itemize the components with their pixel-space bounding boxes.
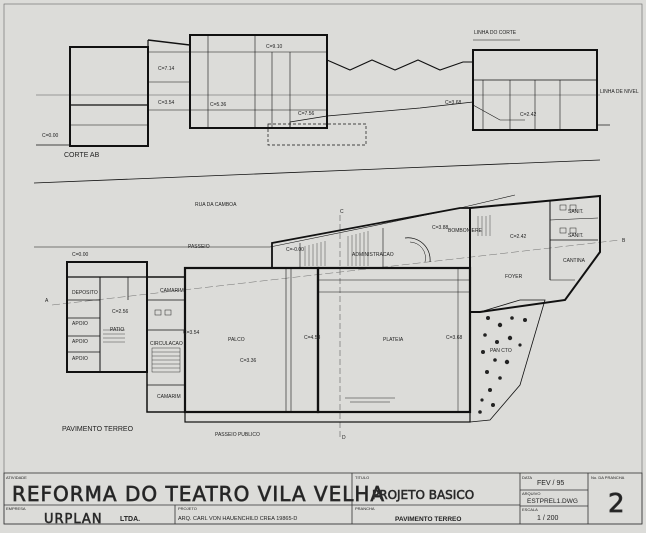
prancha-no-value: 2: [608, 489, 625, 519]
room-label: PAN CTO: [490, 348, 512, 354]
section-level: C=2.42: [520, 112, 536, 118]
plan-level: C=2.42: [510, 234, 526, 240]
escala-label: ESCALA: [522, 507, 538, 512]
axis-mark-c: C: [340, 209, 344, 215]
escala-value: 1 / 200: [537, 515, 559, 522]
plan-level: C=2.56: [112, 309, 128, 315]
room-label: ADMINISTRACAO: [352, 252, 394, 258]
section-level-markers: C=9.10 C=7.14 C=3.54 C=5.36 C=7.56 C=3.6…: [42, 44, 536, 139]
section-level: C=3.68: [445, 100, 461, 106]
nivel-line-label: LINHA DE NIVEL: [600, 89, 639, 95]
plan-level: C=3.88: [432, 225, 448, 231]
prancha-value: PAVIMENTO TERREO: [395, 516, 461, 523]
room-label: DEPOSITO: [72, 290, 98, 296]
room-label: CAMARIM: [160, 288, 184, 294]
room-label: PATIO: [110, 327, 124, 333]
data-value: FEV / 95: [537, 480, 564, 487]
titulo-value: PROJETO BASICO: [372, 488, 474, 502]
plan-level-markers: C=0.00 C=-0.00 C=3.88 C=2.42 C=2.56 C=3.…: [72, 225, 526, 364]
section-level: C=5.36: [210, 102, 226, 108]
floor-plan: [33, 159, 621, 440]
garden-plants: [478, 316, 527, 414]
section-title: CORTE AB: [64, 152, 100, 159]
room-label: BOMBONIERE: [448, 228, 483, 234]
arquivo-value: ESTPREL1.DWG: [527, 498, 578, 505]
empresa-suffix: LTDA.: [120, 516, 140, 523]
prancha-label: PRANCHA: [355, 506, 375, 511]
room-label: APOIO: [72, 356, 88, 362]
room-label: CIRCULACAO: [150, 341, 183, 347]
street-label: RUA DA CAMBOA: [195, 202, 237, 208]
arquivo-label: ARQUIVO: [522, 491, 540, 496]
room-label: SANIT.: [568, 209, 584, 215]
room-label: PLATEIA: [383, 337, 404, 343]
prancha-no-label: No. DA PRANCHA: [591, 475, 625, 480]
stair-hatching: [103, 215, 491, 369]
axis-mark-d: D: [342, 435, 346, 441]
room-labels: DEPOSITO PATIO APOIO APOIO APOIO CAMARIM…: [72, 209, 586, 400]
section-level: C=7.14: [158, 66, 174, 72]
axis-mark-b: B: [622, 238, 626, 244]
empresa-label: EMPRESA: [6, 506, 26, 511]
projeto-value: ARQ. CARL VON HAUENCHILD CREA 19865-D: [178, 516, 297, 522]
room-label: FOYER: [505, 274, 523, 280]
room-label: SANIT.: [568, 233, 584, 239]
room-label: CAMARIM: [157, 394, 181, 400]
empresa-value: URPLAN: [44, 512, 103, 527]
section-level: C=3.54: [158, 100, 174, 106]
plan-level: C=4.58: [304, 335, 320, 341]
atividade-label: ATIVIDADE: [6, 475, 27, 480]
projeto-label: PROJETO: [178, 506, 197, 511]
data-label: DATA: [522, 475, 532, 480]
section-corte-ab: [36, 34, 610, 147]
titulo-label: TITULO: [355, 475, 369, 480]
corte-line-label: LINHA DO CORTE: [474, 30, 517, 36]
section-level: C=7.56: [298, 111, 314, 117]
room-label: CANTINA: [563, 258, 586, 264]
section-level: C=9.10: [266, 44, 282, 50]
sidewalk-label: PASSEIO: [188, 244, 210, 250]
room-label: APOIO: [72, 321, 88, 327]
axis-mark-a: A: [45, 298, 49, 304]
plan-level: C=3.36: [240, 358, 256, 364]
plan-level: C=0.00: [72, 252, 88, 258]
plan-level: C=3.54: [183, 330, 199, 336]
room-label: APOIO: [72, 339, 88, 345]
plan-level: C=-0.00: [286, 247, 304, 253]
plan-title: PAVIMENTO TERREO: [62, 426, 134, 433]
project-title: REFORMA DO TEATRO VILA VELHA: [12, 482, 385, 506]
room-label: PALCO: [228, 337, 245, 343]
plan-level: C=3.68: [446, 335, 462, 341]
section-level: C=0.00: [42, 133, 58, 139]
public-sidewalk-label: PASSEIO PUBLICO: [215, 432, 260, 438]
title-block-frame: [3, 472, 643, 525]
sanitary-fixtures: [154, 204, 577, 403]
